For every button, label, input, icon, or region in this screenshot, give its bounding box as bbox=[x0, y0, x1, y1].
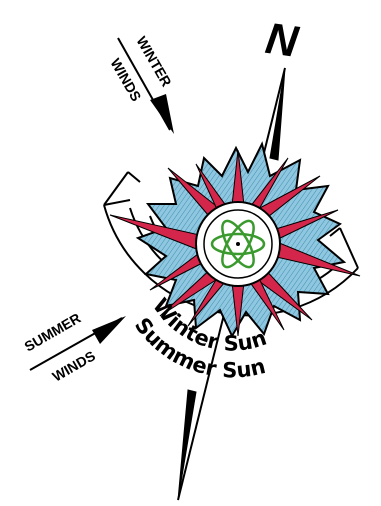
winter-winds-line1: WINTER bbox=[133, 34, 174, 90]
summer-winds-arrow: SUMMER WINDS bbox=[22, 310, 127, 385]
summer-winds-line1: SUMMER bbox=[22, 310, 84, 355]
summer-winds-line2: WINDS bbox=[50, 347, 98, 384]
compass-rose-icon bbox=[110, 144, 360, 336]
winter-winds-arrow: WINTER WINDS bbox=[107, 34, 174, 135]
winter-winds-line2: WINDS bbox=[107, 56, 144, 104]
north-label: N bbox=[263, 14, 302, 67]
